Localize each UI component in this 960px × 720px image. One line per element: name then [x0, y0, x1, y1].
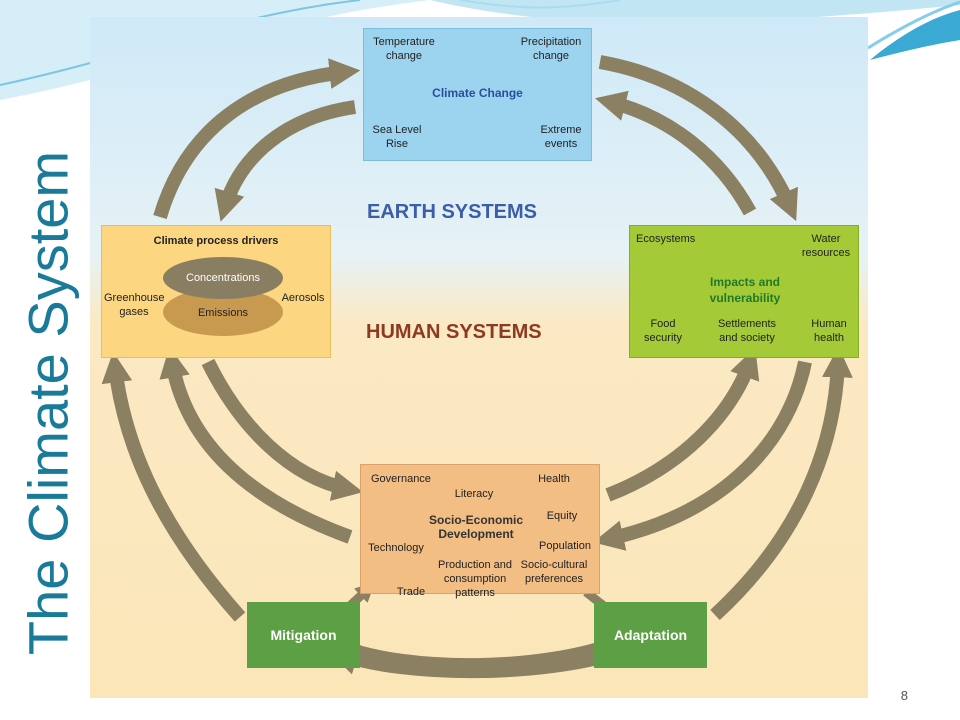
population-label: Population [539, 540, 591, 552]
climate-change-title: Climate Change [432, 86, 523, 100]
extreme-events-label: Extreme events [540, 124, 582, 150]
sea-level-label: Sea Level Rise [372, 124, 422, 150]
drivers-ellipses [163, 257, 283, 336]
production-label: Production and consumption patterns [438, 559, 512, 599]
climate-process-title: Climate process drivers [153, 235, 279, 247]
ecosystems-label: Ecosystems [636, 233, 696, 245]
page-number: 8 [900, 688, 908, 703]
diagram-panel: EARTH SYSTEMS HUMAN SYSTEMS Temperature … [90, 17, 868, 698]
climate-change-box: Temperature change Precipitation change … [363, 28, 592, 161]
food-security-label: Food security [644, 318, 682, 344]
mitigation-box: Mitigation [247, 602, 360, 668]
health-label: Health [538, 473, 570, 485]
aerosols-label: Aerosols [281, 292, 325, 304]
concentrations-label: Concentrations [186, 272, 260, 284]
technology-label: Technology [368, 542, 424, 554]
sociocultural-label: Socio-cultural preferences [520, 559, 588, 585]
socio-economic-title: Socio-Economic Development [428, 513, 523, 541]
temperature-change-label: Temperature change [373, 36, 435, 62]
trade-label: Trade [396, 586, 426, 598]
greenhouse-gases-label: Greenhouse gases [104, 292, 165, 318]
socio-economic-box: Governance Literacy Health Equity Socio-… [360, 464, 600, 599]
impacts-box: Ecosystems Water resources Impacts and v… [629, 225, 859, 358]
equity-label: Equity [546, 510, 578, 522]
water-resources-label: Water resources [801, 233, 851, 259]
earth-systems-label: EARTH SYSTEMS [367, 201, 538, 223]
settlements-label: Settlements and society [717, 318, 777, 344]
adaptation-box: Adaptation [594, 602, 707, 668]
climate-process-box: Climate process drivers Concentrations E… [101, 225, 331, 358]
cycle-arrows [101, 55, 853, 679]
slide-title: The Climate System [16, 150, 80, 655]
precipitation-change-label: Precipitation change [520, 36, 582, 62]
human-health-label: Human health [811, 318, 847, 344]
governance-label: Governance [371, 473, 431, 485]
impacts-title: Impacts and vulnerability [709, 275, 781, 305]
literacy-label: Literacy [454, 488, 494, 500]
human-systems-label: HUMAN SYSTEMS [366, 321, 542, 343]
emissions-label: Emissions [197, 307, 249, 319]
